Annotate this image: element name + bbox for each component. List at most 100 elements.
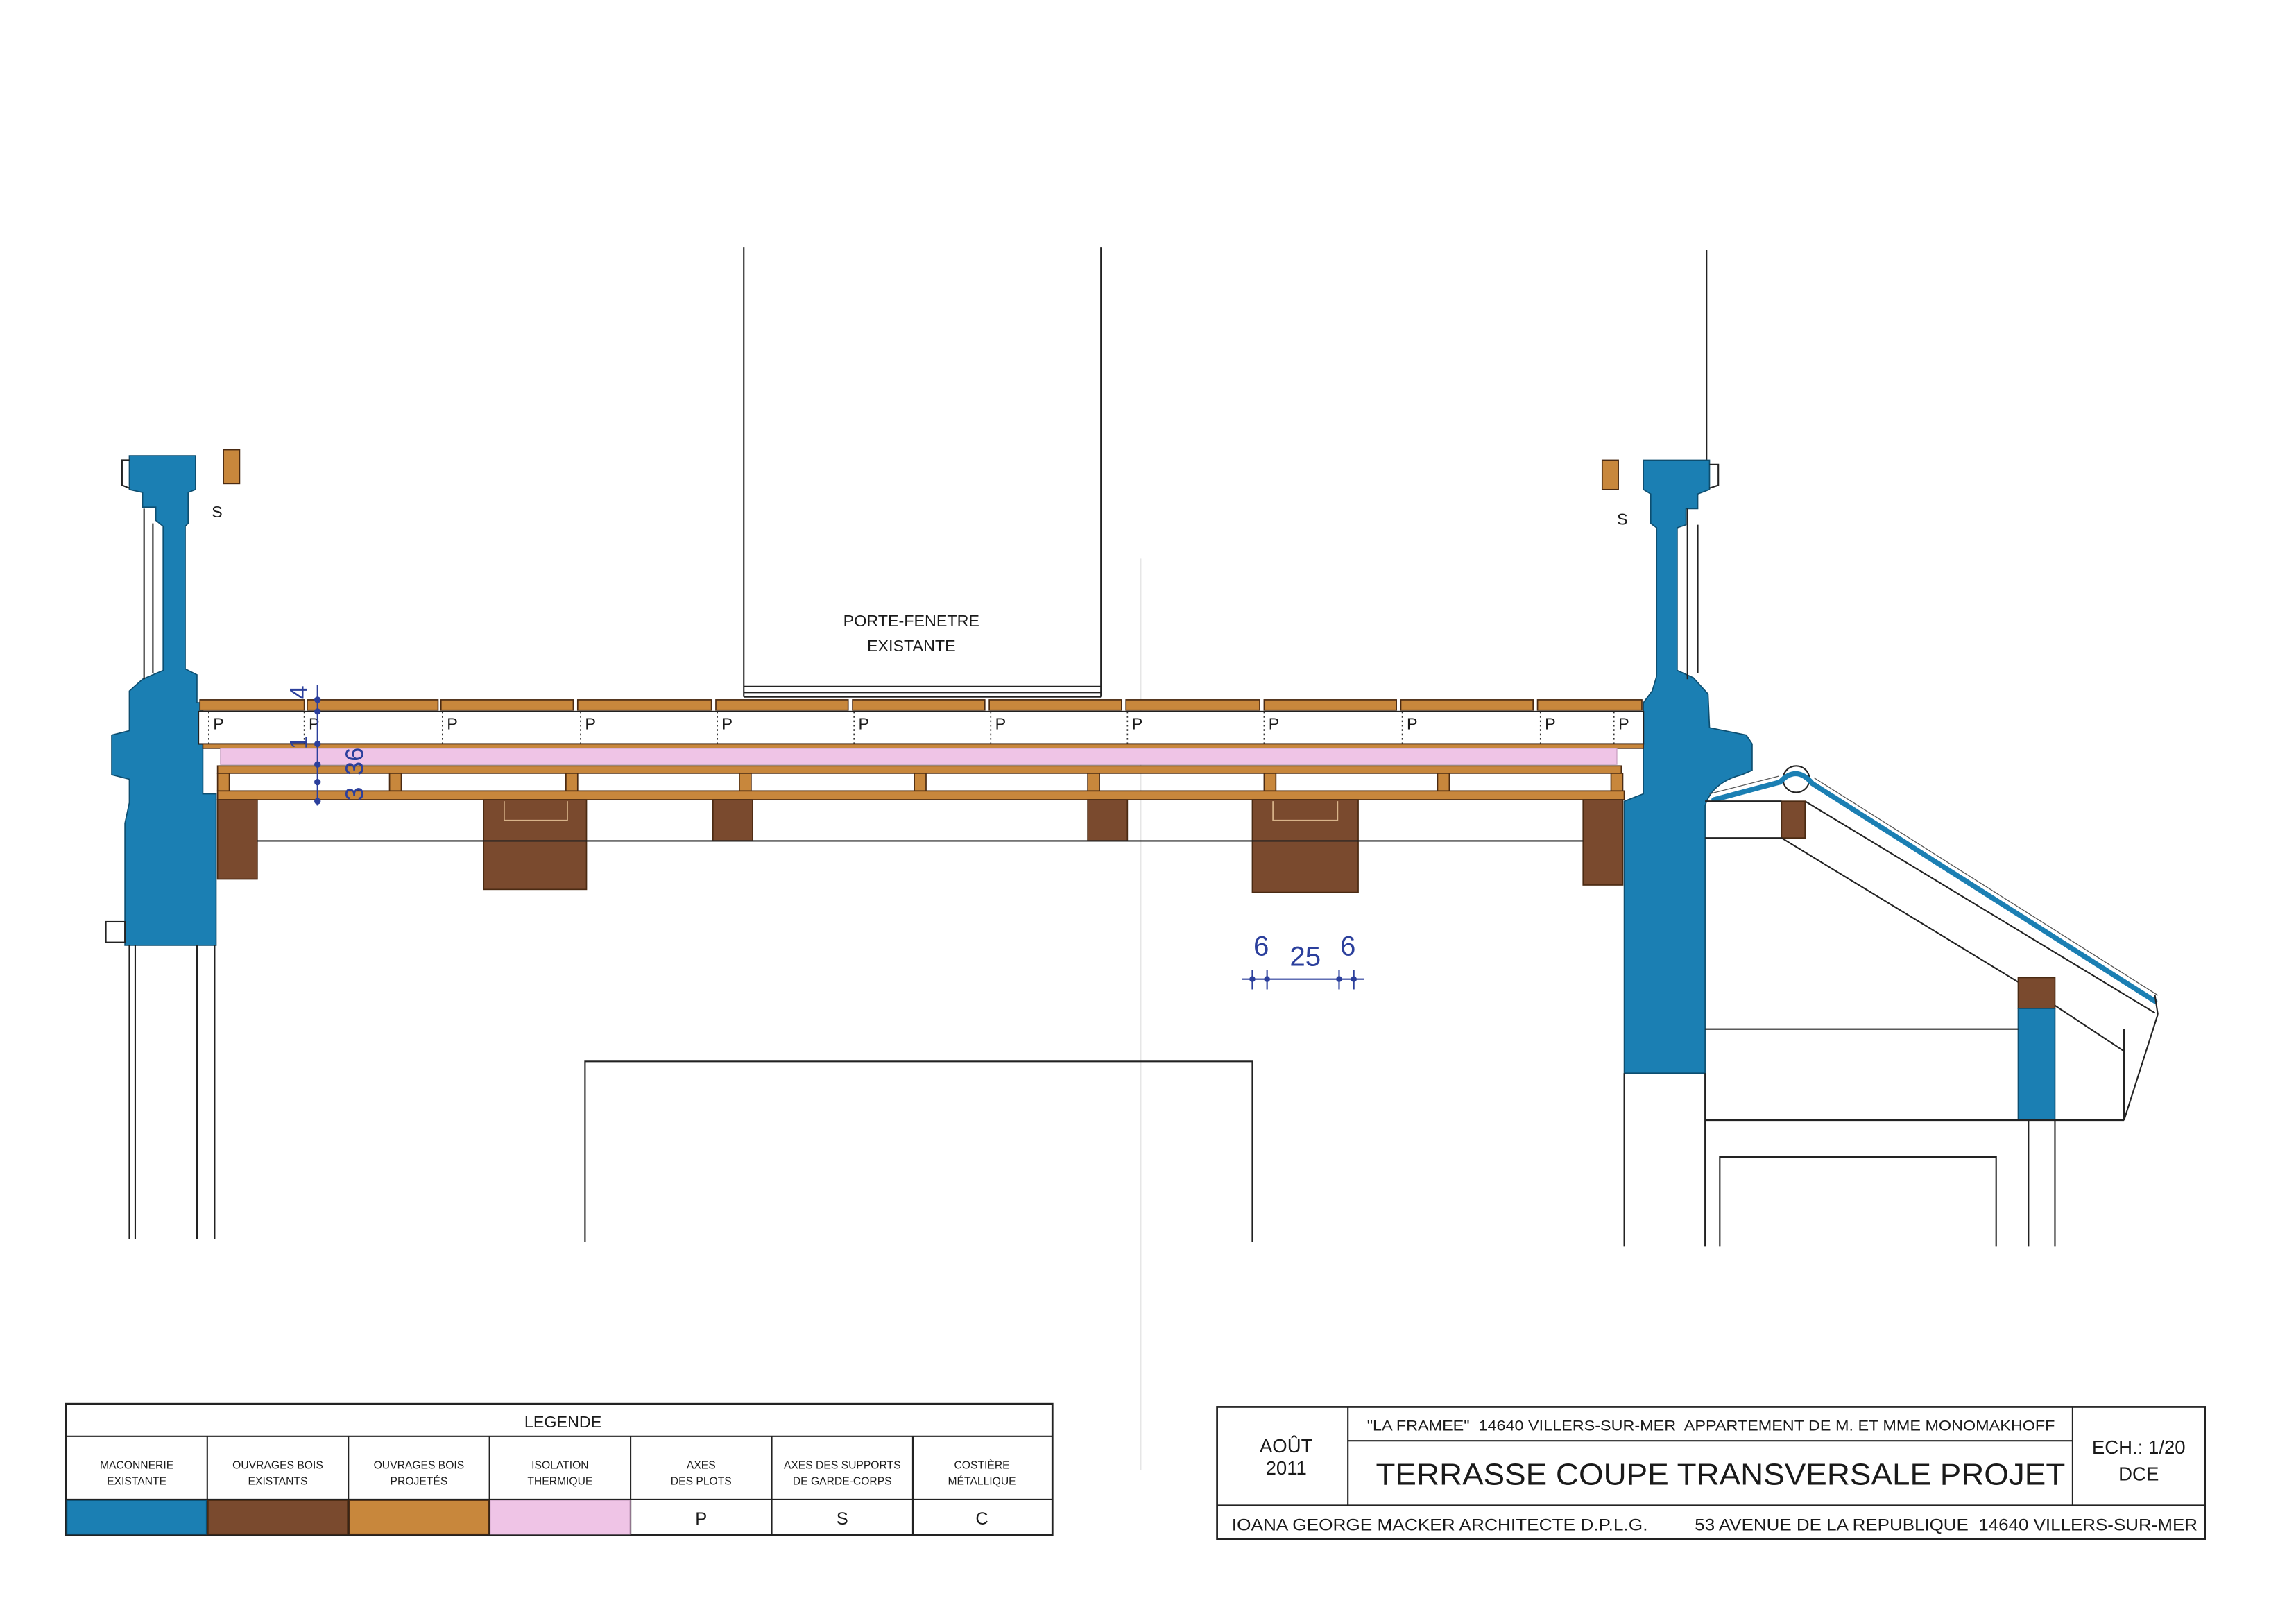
deck-board bbox=[307, 699, 439, 711]
legend-swatch-masonry bbox=[66, 1500, 207, 1535]
deck-board bbox=[1536, 699, 1643, 711]
legend-label: COSTIÈRE bbox=[954, 1458, 1009, 1471]
plot-axis-label: P bbox=[585, 714, 596, 732]
plot-axis-label: P bbox=[1407, 714, 1418, 732]
dimension-dot bbox=[1351, 976, 1357, 982]
existing-beam bbox=[483, 799, 588, 891]
thermal-insulation bbox=[220, 748, 1618, 765]
roof-underside-line bbox=[1804, 800, 2156, 1014]
plot-axis-label: P bbox=[1132, 714, 1143, 732]
bay-existing-timber bbox=[2017, 977, 2056, 1009]
projected-spacer-block bbox=[1263, 773, 1277, 792]
legend-label: OUVRAGES BOIS bbox=[232, 1459, 323, 1471]
bay-masonry-post bbox=[2017, 1008, 2056, 1121]
existing-french-window: PORTE-FENETRE EXISTANTE bbox=[743, 247, 1102, 698]
project-line: "LA FRAMEE" 14640 VILLERS-SUR-MER APPART… bbox=[1367, 1418, 2055, 1434]
dimension-value: 6 bbox=[1340, 931, 1355, 962]
door-label-line2: EXISTANTE bbox=[867, 637, 956, 655]
left-wall-detail bbox=[105, 920, 126, 943]
date-year: 2011 bbox=[1266, 1457, 1307, 1479]
dimension-tick bbox=[314, 798, 321, 805]
legend-table: LEGENDE MACONNERIE EXISTANTE OUVRAGES BO… bbox=[65, 1402, 1054, 1536]
dimension-value: 3 bbox=[340, 787, 368, 801]
existing-beam bbox=[1087, 799, 1129, 842]
roof-outline bbox=[1709, 775, 1779, 795]
dimension-value: 4 bbox=[284, 685, 313, 699]
existing-beam bbox=[216, 799, 258, 880]
legend-label: DE GARDE-CORPS bbox=[793, 1476, 892, 1488]
dimension-dot bbox=[1249, 976, 1256, 982]
legend-label: PROJETÉS bbox=[391, 1475, 448, 1488]
deck-base-batten bbox=[202, 743, 1644, 749]
legend-title: LEGENDE bbox=[524, 1413, 601, 1431]
vertical-dimension-chain: 4 1 36 3 bbox=[284, 685, 368, 806]
deck-board bbox=[852, 699, 986, 711]
guardrail-support-right bbox=[1601, 459, 1619, 490]
legend-frame bbox=[65, 1402, 1054, 1536]
lower-opening-outline bbox=[584, 1060, 1253, 1243]
legend-label: AXES bbox=[687, 1459, 716, 1471]
projected-spacer-block bbox=[1087, 773, 1100, 792]
legend-label: EXISTANTE bbox=[107, 1476, 166, 1488]
plot-axis-label: P bbox=[995, 714, 1006, 732]
left-pier-cap-outline bbox=[121, 459, 130, 489]
terrace-deck: P P P P P P P P P P P P bbox=[198, 699, 1645, 893]
guardrail-support-left bbox=[223, 449, 241, 485]
plot-axis-label: P bbox=[1618, 714, 1629, 732]
roof-edge-cap bbox=[2154, 995, 2159, 1015]
plot-axis-label: P bbox=[213, 714, 224, 732]
legend-symbol: P bbox=[695, 1509, 707, 1529]
plot-axis-label: P bbox=[859, 714, 870, 732]
left-pier-masonry bbox=[111, 455, 217, 946]
deck-tray bbox=[198, 710, 1645, 745]
existing-beam bbox=[712, 799, 753, 842]
roof-fascia-line bbox=[2123, 1014, 2159, 1121]
architect-address: 53 AVENUE DE LA REPUBLIQUE 14640 VILLERS… bbox=[1695, 1515, 2198, 1534]
projected-joist-lower bbox=[216, 790, 1625, 800]
projected-spacer-block bbox=[914, 773, 927, 792]
dimension-value: 6 bbox=[1253, 931, 1269, 962]
deck-board bbox=[440, 699, 574, 711]
left-masonry-pier bbox=[105, 455, 217, 1239]
legend-label: EXISTANTS bbox=[248, 1476, 308, 1488]
dimension-tick bbox=[314, 740, 321, 748]
dimension-tick bbox=[314, 696, 321, 703]
deck-board bbox=[715, 699, 849, 711]
roof-existing-timber bbox=[1781, 800, 1806, 839]
right-masonry-pier bbox=[1623, 459, 1753, 1247]
projected-spacer-block bbox=[1610, 773, 1624, 792]
existing-beam bbox=[1251, 799, 1359, 893]
title-block: AOÛT 2011 "LA FRAMEE" 14640 VILLERS-SUR-… bbox=[1216, 1406, 2206, 1540]
legend-swatch-projected-wood bbox=[348, 1500, 490, 1535]
dimension-tick bbox=[314, 778, 321, 786]
legend-symbol: C bbox=[975, 1509, 988, 1529]
deck-board bbox=[1263, 699, 1397, 711]
beam-notch-detail bbox=[503, 801, 568, 821]
door-label-line1: PORTE-FENETRE bbox=[843, 612, 979, 630]
plot-axis-label: P bbox=[447, 714, 458, 732]
dimension-value: 36 bbox=[340, 748, 368, 775]
dimension-tick bbox=[314, 761, 321, 768]
drawing-title: TERRASSE COUPE TRANSVERSALE PROJET bbox=[1376, 1459, 2065, 1492]
legend-swatch-existing-wood bbox=[207, 1500, 349, 1535]
drawing-scale: ECH.: 1/20 bbox=[2092, 1436, 2186, 1458]
right-pier-cap-outline bbox=[1709, 463, 1720, 489]
right-pier-masonry bbox=[1623, 459, 1753, 1074]
roof-outline bbox=[1813, 777, 2159, 996]
project-phase: DCE bbox=[2118, 1463, 2159, 1484]
plot-axis-label: P bbox=[1269, 714, 1280, 732]
projected-spacer-block bbox=[565, 773, 579, 792]
dimension-value: 25 bbox=[1290, 941, 1321, 972]
date-month: AOÛT bbox=[1260, 1435, 1313, 1457]
support-axis-label-left: S bbox=[212, 503, 223, 521]
legend-swatch-insulation bbox=[490, 1500, 631, 1535]
legend-label: MACONNERIE bbox=[100, 1459, 173, 1471]
projected-joist-upper bbox=[216, 765, 1622, 774]
architect-name: IOANA GEORGE MACKER ARCHITECTE D.P.L.G. bbox=[1232, 1515, 1648, 1534]
deck-board bbox=[199, 699, 305, 711]
legend-label: OUVRAGES BOIS bbox=[374, 1459, 465, 1471]
roof-rafter-line bbox=[2054, 1004, 2125, 1052]
title-block-frame bbox=[1216, 1406, 2206, 1540]
